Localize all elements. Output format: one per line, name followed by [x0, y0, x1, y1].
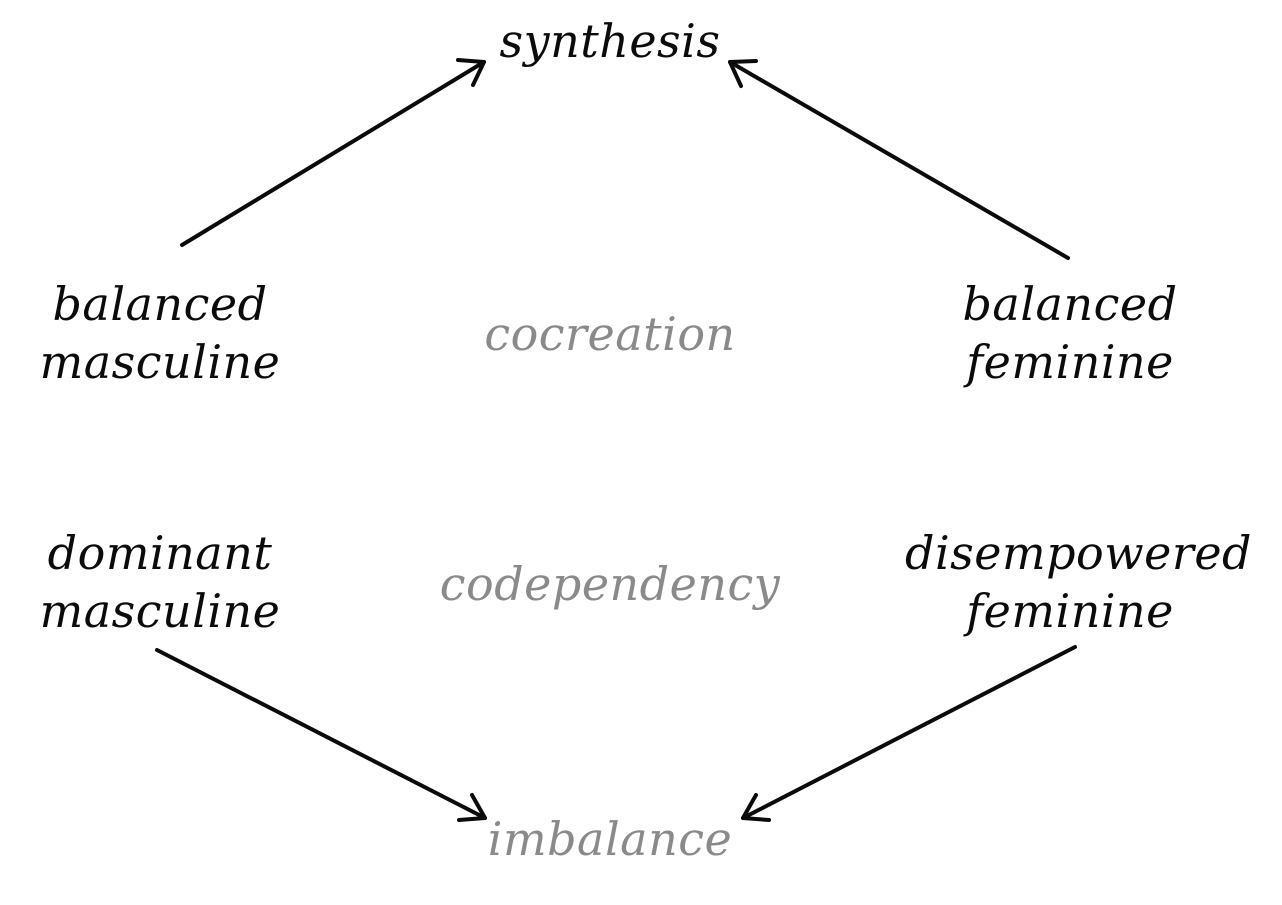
- center-label-codependency-text: codependency: [439, 557, 781, 611]
- arrow-dominant-masculine-to-imbalance: [155, 648, 487, 822]
- node-disempowered-feminine: disempowered feminine: [905, 524, 1253, 640]
- node-balanced-feminine: balanced feminine: [940, 275, 1200, 391]
- node-synthesis: synthesis: [480, 12, 740, 70]
- node-dominant-masculine-line1: dominant: [47, 526, 273, 580]
- node-dominant-masculine-line2: masculine: [39, 584, 281, 638]
- node-balanced-feminine-line2: feminine: [966, 335, 1174, 389]
- node-balanced-masculine: balanced masculine: [30, 275, 290, 391]
- node-imbalance: imbalance: [470, 810, 750, 868]
- center-label-codependency: codependency: [430, 555, 790, 613]
- node-imbalance-text: imbalance: [487, 812, 733, 866]
- arrow-balanced-masculine-to-synthesis: [180, 58, 486, 247]
- arrow-balanced-feminine-to-synthesis: [728, 59, 1070, 260]
- center-label-cocreation-text: cocreation: [484, 307, 736, 361]
- node-disempowered-feminine-line1: disempowered: [905, 526, 1253, 580]
- node-synthesis-text: synthesis: [499, 14, 721, 68]
- node-balanced-masculine-line2: masculine: [39, 335, 281, 389]
- node-disempowered-feminine-line2: feminine: [966, 584, 1174, 638]
- node-dominant-masculine: dominant masculine: [30, 524, 290, 640]
- node-balanced-feminine-line1: balanced: [962, 277, 1178, 331]
- node-balanced-masculine-line1: balanced: [52, 277, 268, 331]
- center-label-cocreation: cocreation: [460, 305, 760, 363]
- arrow-disempowered-feminine-to-imbalance: [741, 645, 1077, 822]
